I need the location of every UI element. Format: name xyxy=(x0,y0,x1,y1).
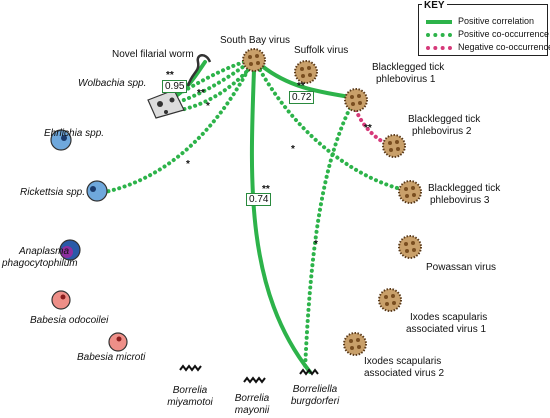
babesia-microti-icon xyxy=(108,332,128,352)
isav2-icon xyxy=(343,332,367,356)
label-suffolk-virus: Suffolk virus xyxy=(294,45,349,56)
southbay-virus-icon xyxy=(242,48,266,72)
solid-line-swatch xyxy=(426,19,452,24)
label-isav1-2: associated virus 1 xyxy=(406,324,487,335)
label-borrelia-miyamotoi-1: Borrelia xyxy=(172,385,208,396)
edge-phlebo1-borreliella xyxy=(303,106,352,372)
label-borreliella-1: Borreliella xyxy=(292,384,338,395)
label-phlebovirus1-1: Blacklegged tick xyxy=(372,62,445,73)
rickettsia-icon xyxy=(86,180,108,202)
label-wolbachia: Wolbachia spp. xyxy=(78,78,147,89)
edge-southbay-phlebo3 xyxy=(258,68,407,192)
edge-phlebo1-phlebo2 xyxy=(354,108,394,148)
label-phlebovirus3-2: phlebovirus 3 xyxy=(430,195,490,206)
wolbachia-icon xyxy=(147,89,185,119)
babesia-odocoilei-icon xyxy=(51,290,71,310)
suffolk-virus-icon xyxy=(294,60,318,84)
label-filarial-worm: Novel filarial worm xyxy=(112,49,194,60)
edge-southbay-rickettsia xyxy=(103,68,250,194)
phlebovirus1-icon xyxy=(344,88,368,112)
label-babesia-odocoilei: Babesia odocoilei xyxy=(30,315,109,326)
label-borreliella-2: burgdorferi xyxy=(290,396,340,407)
ehrlichia-icon xyxy=(50,129,72,151)
significance-marker: * xyxy=(314,239,318,250)
label-phlebovirus3-1: Blacklegged tick xyxy=(428,183,501,194)
legend-item-negative-cooccurrence: Negative co-occurrence xyxy=(426,42,550,52)
anaplasma-icon xyxy=(59,239,81,261)
legend-item-positive-correlation: Positive correlation xyxy=(426,16,534,26)
label-babesia-microti: Babesia microti xyxy=(77,352,146,363)
significance-marker: ** xyxy=(364,123,372,134)
label-rickettsia: Rickettsia spp. xyxy=(20,187,86,198)
isav1-icon xyxy=(378,288,402,312)
powassan-virus-icon xyxy=(398,235,422,259)
pink-dotted-swatch xyxy=(426,45,452,50)
phlebovirus3-icon xyxy=(398,180,422,204)
edge-southbay-wolbachia-a xyxy=(176,62,249,104)
label-powassan: Powassan virus xyxy=(426,262,497,273)
filarial-worm-icon xyxy=(186,54,212,87)
significance-marker: ** xyxy=(262,184,270,195)
legend-item-positive-cooccurrence: Positive co-occurrence xyxy=(426,29,549,39)
edge-southbay-phlebo1 xyxy=(260,64,352,99)
significance-marker: * xyxy=(206,101,210,112)
significance-marker: * xyxy=(186,159,190,170)
edge-value-wolbachia-filarial: 0.95 xyxy=(162,80,188,93)
label-phlebovirus2-1: Blacklegged tick xyxy=(408,114,481,125)
label-ehrlichia: Ehrlichia spp. xyxy=(44,128,105,139)
edge-value-southbay-borreliella: 0.74 xyxy=(246,193,272,206)
label-borrelia-mayonii-1: Borrelia xyxy=(234,393,270,404)
edge-southbay-borreliella xyxy=(249,68,312,374)
label-isav2-2: associated virus 2 xyxy=(364,368,445,379)
significance-marker: ** xyxy=(197,88,205,99)
legend-title: KEY xyxy=(422,0,447,11)
label-borrelia-mayonii-2: mayonii xyxy=(234,405,270,416)
label-phlebovirus2-2: phlebovirus 2 xyxy=(412,126,472,137)
label-south-bay-virus: South Bay virus xyxy=(220,35,291,46)
label-isav1-1: Ixodes scapularis xyxy=(410,312,488,323)
label-phlebovirus1-2: phlebovirus 1 xyxy=(376,74,436,85)
edge-value-southbay-phlebo1: 0.72 xyxy=(289,91,315,104)
label-borrelia-miyamotoi-2: miyamotoi xyxy=(167,397,213,408)
label-anaplasma-1: Anaplasma xyxy=(18,246,70,257)
significance-marker: * xyxy=(291,144,295,155)
phlebovirus2-icon xyxy=(382,134,406,158)
significance-marker: ** xyxy=(297,81,305,92)
label-anaplasma-2: phagocytophilum xyxy=(2,258,78,269)
significance-marker: ** xyxy=(166,70,174,81)
edge-southbay-wolbachia-b xyxy=(178,66,252,112)
green-dotted-swatch xyxy=(426,32,452,37)
borreliella-burgdorferi-icon xyxy=(299,368,319,376)
borrelia-mayonii-icon xyxy=(243,376,266,384)
label-isav2-1: Ixodes scapularis xyxy=(364,356,442,367)
edge-wolbachia-filarial xyxy=(174,60,207,98)
borrelia-miyamotoi-icon xyxy=(179,364,202,372)
